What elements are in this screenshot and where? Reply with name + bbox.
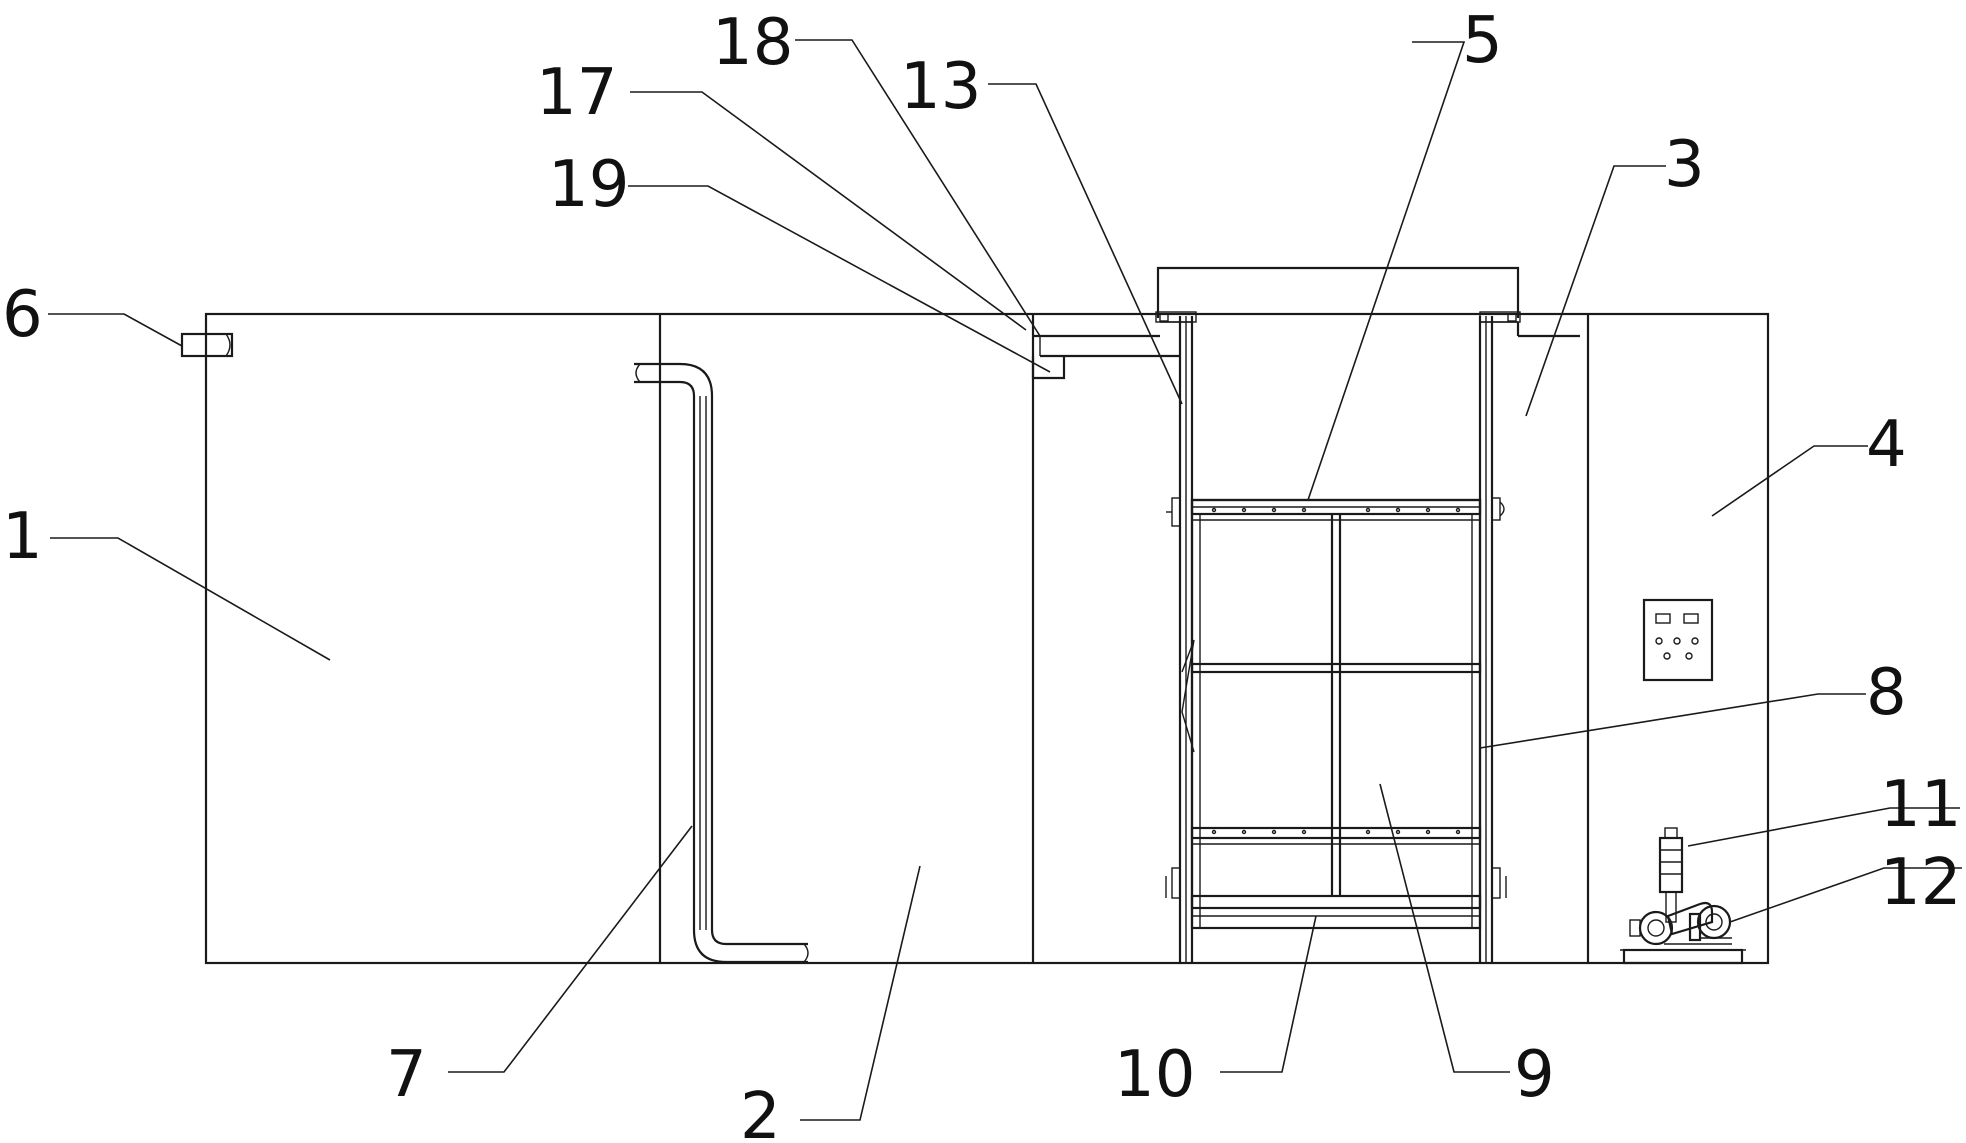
- compartment-dividers: [658, 314, 1590, 963]
- label-13: 13: [900, 50, 981, 124]
- label-11: 11: [1880, 768, 1961, 842]
- label-19: 19: [548, 148, 629, 222]
- label-4: 4: [1866, 408, 1907, 482]
- label-8: 8: [1866, 656, 1907, 730]
- inlet-pipe: [180, 332, 234, 358]
- label-5: 5: [1462, 4, 1503, 78]
- label-3: 3: [1664, 128, 1705, 202]
- label-17: 17: [536, 56, 617, 130]
- label-18: 18: [712, 6, 793, 80]
- label-1: 1: [2, 500, 43, 574]
- label-6: 6: [2, 278, 43, 352]
- label-10: 10: [1114, 1038, 1195, 1112]
- pump-assembly: [1620, 827, 1746, 965]
- label-12: 12: [1880, 846, 1961, 920]
- label-2: 2: [740, 1080, 781, 1143]
- lifting-frame: [1155, 266, 1580, 963]
- leader-lines: [48, 39, 1962, 1121]
- callout-labels: 6 1 7 2 18 17 19 13 5 3 4 8 11 12 10 9: [2, 4, 1961, 1143]
- label-7: 7: [386, 1038, 427, 1112]
- label-9: 9: [1514, 1038, 1555, 1112]
- tank-outline: [204, 312, 1770, 965]
- overflow-weir: [1031, 334, 1180, 380]
- filter-rack: [1165, 497, 1507, 930]
- control-panel: [1642, 598, 1714, 682]
- transfer-pipe: [634, 362, 809, 964]
